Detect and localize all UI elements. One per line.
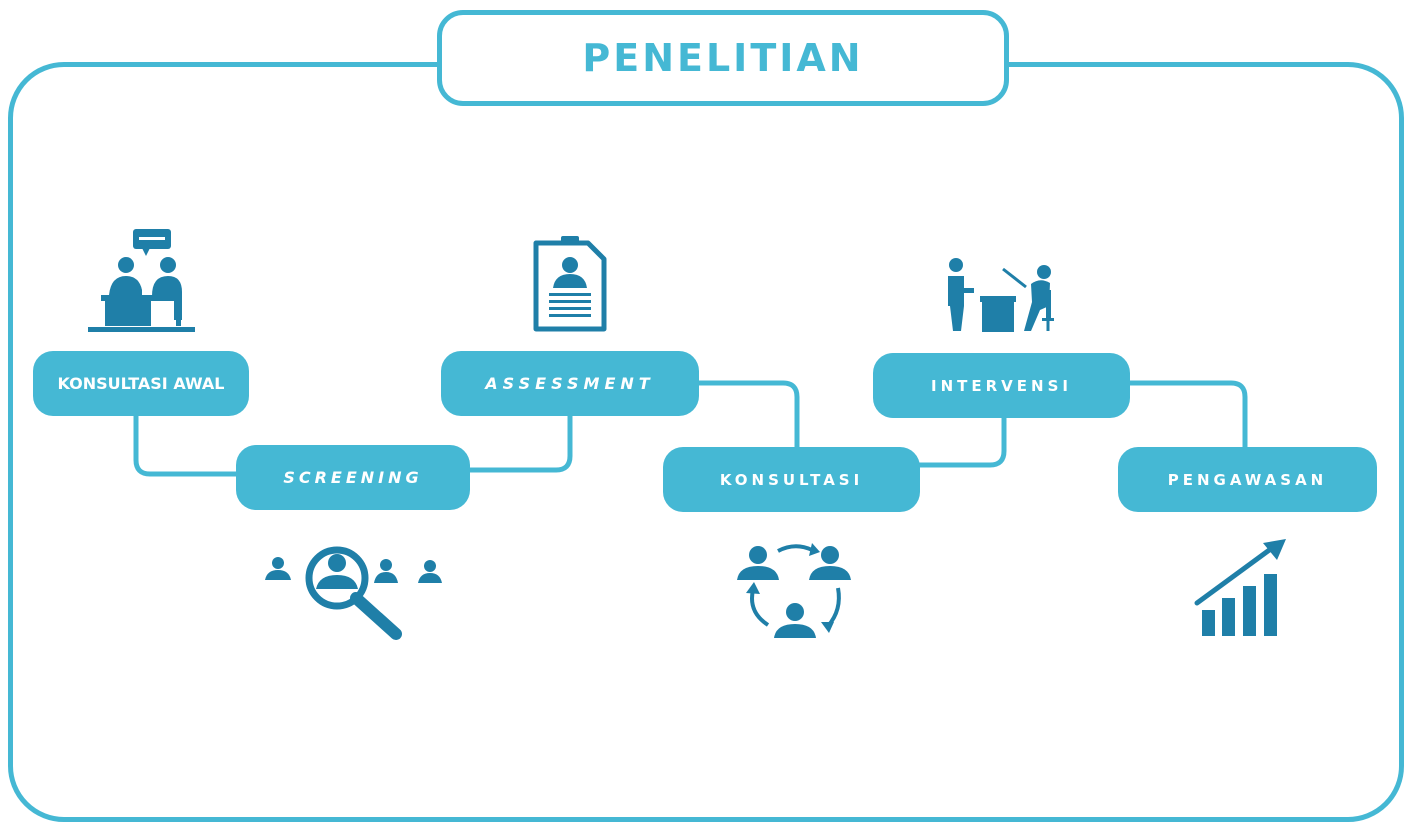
step-konsultasi: KONSULTASI xyxy=(663,447,920,512)
monitoring-growth-chart-icon xyxy=(1194,539,1286,636)
step-intervensi: INTERVENSI xyxy=(873,353,1130,418)
consultation-meeting-icon xyxy=(88,229,195,332)
step-label: KONSULTASI xyxy=(719,470,864,489)
connector-4-5 xyxy=(915,412,1007,468)
step-assessment: ASSESSMENT xyxy=(441,351,699,416)
step-konsultasi-awal: KONSULTASI AWAL xyxy=(33,351,249,416)
step-label: INTERVENSI xyxy=(931,376,1072,395)
assessment-clipboard-icon xyxy=(533,236,607,332)
connector-5-6 xyxy=(1125,380,1248,453)
step-screening: SCREENING xyxy=(236,445,470,510)
intervention-presentation-icon xyxy=(948,258,1054,332)
step-label: ASSESSMENT xyxy=(485,374,655,393)
page-title: PENELITIAN xyxy=(582,36,864,80)
step-label: KONSULTASI AWAL xyxy=(57,374,225,393)
step-label: SCREENING xyxy=(283,468,423,487)
connector-2-3 xyxy=(463,409,573,473)
screening-magnifier-icon xyxy=(265,546,442,640)
connector-3-4 xyxy=(693,380,800,453)
title-box: PENELITIAN xyxy=(437,10,1009,106)
consultation-cycle-icon xyxy=(737,543,851,638)
step-pengawasan: PENGAWASAN xyxy=(1118,447,1377,512)
step-label: PENGAWASAN xyxy=(1167,470,1328,489)
connector-1-2 xyxy=(133,409,243,477)
